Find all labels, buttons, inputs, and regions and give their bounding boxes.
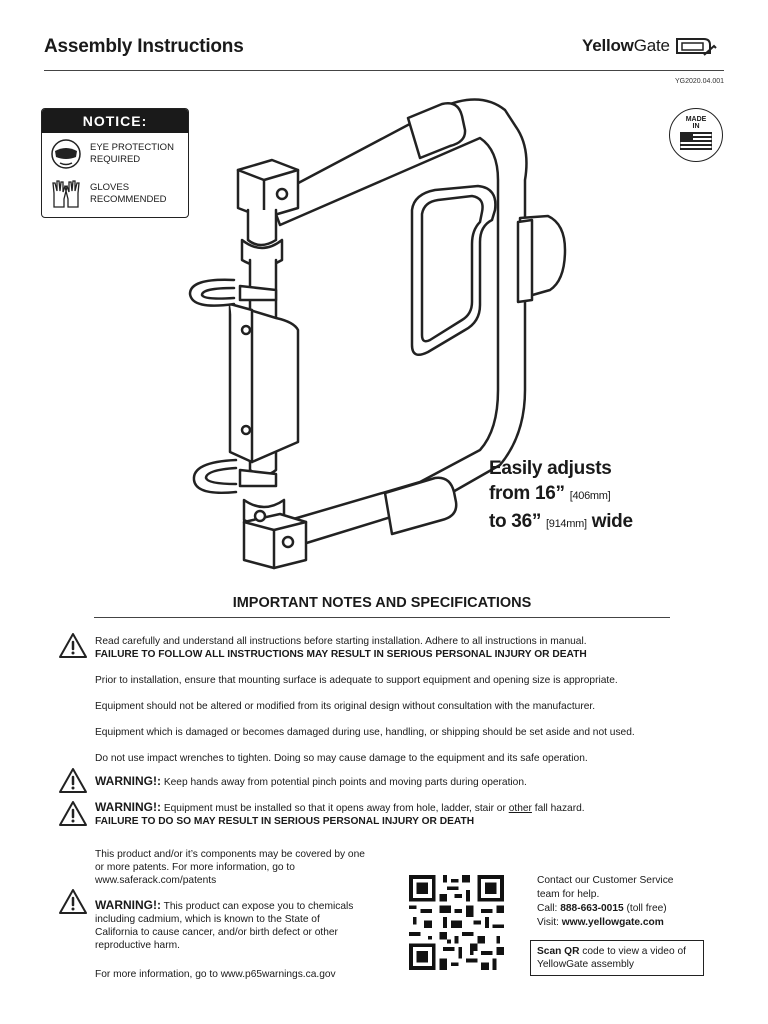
section-rule xyxy=(94,617,670,618)
warning-text-end: fall hazard. xyxy=(531,803,585,814)
note-impact-wrenches: Do not use impact wrenches to tighten. D… xyxy=(95,753,588,764)
contact-intro: Contact our Customer Service team for he… xyxy=(537,875,674,900)
document-id: YG2020.04.001 xyxy=(674,78,724,85)
warning-label: WARNING!: xyxy=(95,800,161,814)
gloves-icon xyxy=(52,180,80,208)
adjust-line3: to 36” [914mm] wide xyxy=(489,509,633,537)
scan-qr-bold: Scan QR xyxy=(537,946,580,957)
warning-label: WARNING!: xyxy=(95,774,161,788)
warning-fall-hazard: WARNING!: Equipment must be installed so… xyxy=(95,801,695,828)
adjust-to-mm: [914mm] xyxy=(546,518,587,530)
gate-illustration xyxy=(188,98,567,570)
contact-call: Call: 888-663-0015 (toll free) xyxy=(537,902,697,916)
warning-text: Equipment must be installed so that it o… xyxy=(161,803,509,814)
notice-item-label: EYE PROTECTION REQUIRED xyxy=(90,141,174,166)
section-title: IMPORTANT NOTES AND SPECIFICATIONS xyxy=(232,595,532,611)
prop65-text: This product can expose you to chemicals… xyxy=(95,901,354,951)
website-link[interactable]: www.yellowgate.com xyxy=(561,917,664,928)
page-title: Assembly Instructions xyxy=(44,36,244,57)
prop65-warning: WARNING!: This product can expose you to… xyxy=(95,899,365,952)
warning-pinch-points: WARNING!: Keep hands away from potential… xyxy=(95,775,695,789)
qr-code[interactable] xyxy=(409,875,504,970)
note-modification: Equipment should not be altered or modif… xyxy=(95,701,596,712)
prop65-more-info: For more information, go to www.p65warni… xyxy=(95,969,336,980)
brand-name-part1: Yellow xyxy=(582,36,634,55)
warning-icon xyxy=(59,768,87,793)
warning-icon xyxy=(59,633,87,658)
patents-note: This product and/or it’s components may … xyxy=(95,849,365,886)
note-read-bold: FAILURE TO FOLLOW ALL INSTRUCTIONS MAY R… xyxy=(95,649,587,660)
phone-number[interactable]: 888-663-0015 xyxy=(560,903,624,914)
warning-text-underlined: other xyxy=(508,803,532,814)
brand-name: YellowGate xyxy=(582,36,670,56)
adjust-line1: Easily adjusts xyxy=(489,458,612,479)
contact-visit: Visit: www.yellowgate.com xyxy=(537,916,697,930)
warning-icon xyxy=(59,889,87,914)
adjust-to: to 36” xyxy=(489,511,542,532)
notice-item-eye-protection: EYE PROTECTION REQUIRED xyxy=(42,133,188,173)
warning-icon xyxy=(59,801,87,826)
eye-protection-icon xyxy=(51,139,81,169)
note-read-text: Read carefully and understand all instru… xyxy=(95,636,587,647)
scan-qr-box: Scan QR code to view a video of YellowGa… xyxy=(530,940,704,976)
notice-box: NOTICE: EYE PROTECTION REQUIRED GLOVES R… xyxy=(41,108,189,218)
adjust-from: from 16” xyxy=(489,483,565,504)
notice-heading: NOTICE: xyxy=(42,109,188,133)
brand-name-part2: Gate xyxy=(633,36,670,55)
toll-free-label: (toll free) xyxy=(623,903,667,914)
visit-label: Visit: xyxy=(537,917,562,928)
warning-label: WARNING!: xyxy=(95,898,161,912)
warning-text: Keep hands away from potential pinch poi… xyxy=(161,777,527,788)
contact-info: Contact our Customer Service team for he… xyxy=(537,874,697,930)
scan-qr-text: code to view a video of YellowGate assem… xyxy=(537,946,686,970)
adjust-suffix: wide xyxy=(591,511,633,532)
call-label: Call: xyxy=(537,903,561,914)
notice-item-gloves: GLOVES RECOMMENDED xyxy=(42,173,188,213)
made-label: MADE xyxy=(685,116,707,123)
header-rule xyxy=(44,70,724,71)
notice-item-label: GLOVES RECOMMENDED xyxy=(90,181,167,206)
adjust-from-mm: [406mm] xyxy=(569,490,611,502)
made-in-usa-badge: MADE IN xyxy=(669,108,723,162)
adjust-line2: from 16” [406mm] xyxy=(489,481,633,509)
adjustment-callout: Easily adjusts from 16” [406mm] to 36” [… xyxy=(489,456,633,537)
note-read-carefully: Read carefully and understand all instru… xyxy=(95,635,695,661)
note-mounting: Prior to installation, ensure that mount… xyxy=(95,675,618,686)
gate-logo-icon xyxy=(675,38,717,56)
brand-logo: YellowGate xyxy=(582,34,718,58)
us-flag-icon xyxy=(680,132,712,150)
note-damaged: Equipment which is damaged or becomes da… xyxy=(95,727,635,738)
in-label: IN xyxy=(692,123,700,130)
warning-bold: FAILURE TO DO SO MAY RESULT IN SERIOUS P… xyxy=(95,816,475,827)
